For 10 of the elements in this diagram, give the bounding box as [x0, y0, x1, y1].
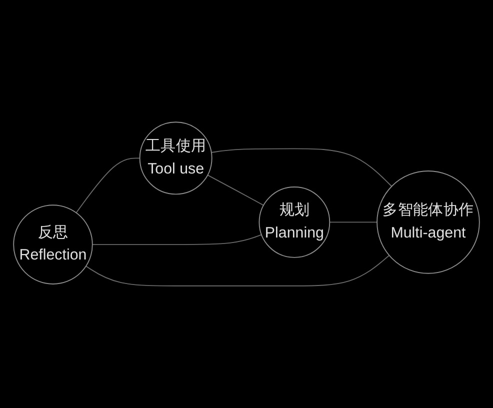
- connector: [329, 222, 378, 223]
- connector: [76, 158, 140, 214]
- node-circle: 反思 Reflection: [13, 204, 93, 284]
- node-circle: 规划 Planning: [258, 186, 330, 258]
- node-circle: 工具使用 Tool use: [139, 122, 212, 195]
- connector: [207, 174, 264, 206]
- connector: [210, 148, 392, 187]
- connector: [86, 254, 390, 286]
- connector: [92, 234, 262, 246]
- node-circle: 多智能体协作 Multi-agent: [376, 170, 480, 274]
